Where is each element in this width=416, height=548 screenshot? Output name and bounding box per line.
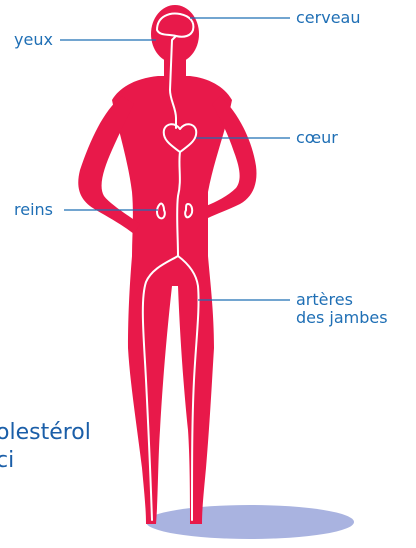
body-silhouette [78, 5, 256, 524]
floor-shadow [146, 505, 354, 539]
label-arteres-line2: des jambes [296, 309, 388, 327]
label-coeur: cœur [296, 129, 338, 147]
label-reins: reins [14, 201, 53, 219]
caption-line1: olestérol [0, 420, 91, 446]
label-cerveau: cerveau [296, 9, 360, 27]
label-arteres-line1: artères [296, 291, 353, 309]
caption-line2: ci [0, 448, 14, 474]
label-yeux: yeux [14, 31, 53, 49]
